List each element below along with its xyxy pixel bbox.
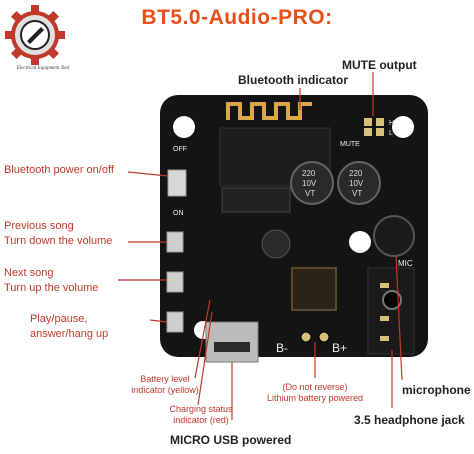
label-previous-song: Previous song [4,220,74,232]
jack-pin [380,316,389,321]
label-volume-up: Turn up the volume [4,282,99,294]
callout-line-power [127,171,169,177]
mute-pad [376,118,384,126]
button-play [166,311,184,333]
label-bluetooth-power: Bluetooth power on/off [4,164,114,176]
inductor [291,267,337,311]
board-label-b-plus: B+ [332,341,347,355]
board-label-h: H [389,120,394,127]
label-micro-usb: MICRO USB powered [170,433,292,447]
microphone-element [373,215,415,257]
cap1-rating-top: 220 [302,169,316,178]
label-charging-line2: indicator (red) [173,415,229,425]
antenna-trace [226,102,312,120]
label-battery-level: Battery level indicator (yellow) [124,374,206,396]
label-play-pause: Play/pause, [30,313,88,325]
board-label-on: ON [173,210,184,217]
jack-pin [380,283,389,288]
round-component [261,229,291,259]
cap2-rating-mid: 10V [349,179,364,188]
ic-chip [221,187,291,213]
cap1-rating-mid: 10V [302,179,317,188]
capacitor [337,161,381,205]
mute-pad [376,128,384,136]
headphone-jack-body [367,267,415,355]
cap1-rating-bot: VT [305,189,315,198]
cap2-rating-bot: VT [352,189,362,198]
label-lithium-battery: (Do not reverse) Lithium battery powered [250,382,380,404]
label-charging-line1: Charging status [169,404,233,414]
battery-pad-plus [318,331,330,343]
power-switch [167,169,187,197]
gear-logo-icon [5,5,65,65]
mute-pad [364,118,372,126]
label-battery-level-line2: indicator (yellow) [131,385,199,395]
button-next [166,271,184,293]
callout-line-charging [197,311,213,406]
logo-text: Electrical Equipment Tool [16,66,70,71]
mount-hole [392,116,414,138]
board-label-mute: MUTE [340,141,360,148]
board-label-b-minus: B- [276,341,288,355]
label-battery-level-line1: Battery level [140,374,190,384]
label-bluetooth-indicator: Bluetooth indicator [238,73,348,87]
button-previous [166,231,184,253]
cap2-rating-top: 220 [349,169,363,178]
battery-pad-minus [300,331,312,343]
page-title: BT5.0-Audio-PRO: [141,6,333,29]
headphone-jack-hole [382,290,402,310]
jack-pin [380,336,389,341]
mount-hole [173,116,195,138]
label-next-song: Next song [4,267,54,279]
micro-usb-slot [214,342,250,352]
mute-pad [364,128,372,136]
callout-line-battery-level [194,299,211,379]
label-answer-hangup: answer/hang up [30,328,109,340]
capacitor [290,161,334,205]
label-headphone-jack: 3.5 headphone jack [354,413,465,427]
callout-line-play [149,319,168,323]
board-label-mic: MIC [398,259,413,268]
label-microphone: microphone [402,383,471,397]
label-mute-output: MUTE output [342,58,417,72]
callout-line-microphone [395,255,403,381]
label-lithium-line: Lithium battery powered [266,393,364,403]
mount-hole [349,231,371,253]
label-do-not-reverse: (Do not reverse) [282,382,348,392]
board-label-off: OFF [173,146,187,153]
label-volume-down: Turn down the volume [4,235,113,247]
label-charging-status: Charging status indicator (red) [160,404,242,426]
board-label-l: L [389,130,393,137]
